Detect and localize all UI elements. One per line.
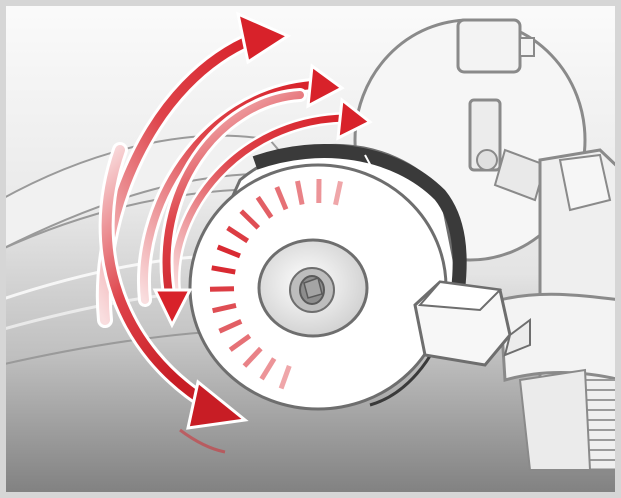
dial-tick-mark (210, 289, 234, 290)
